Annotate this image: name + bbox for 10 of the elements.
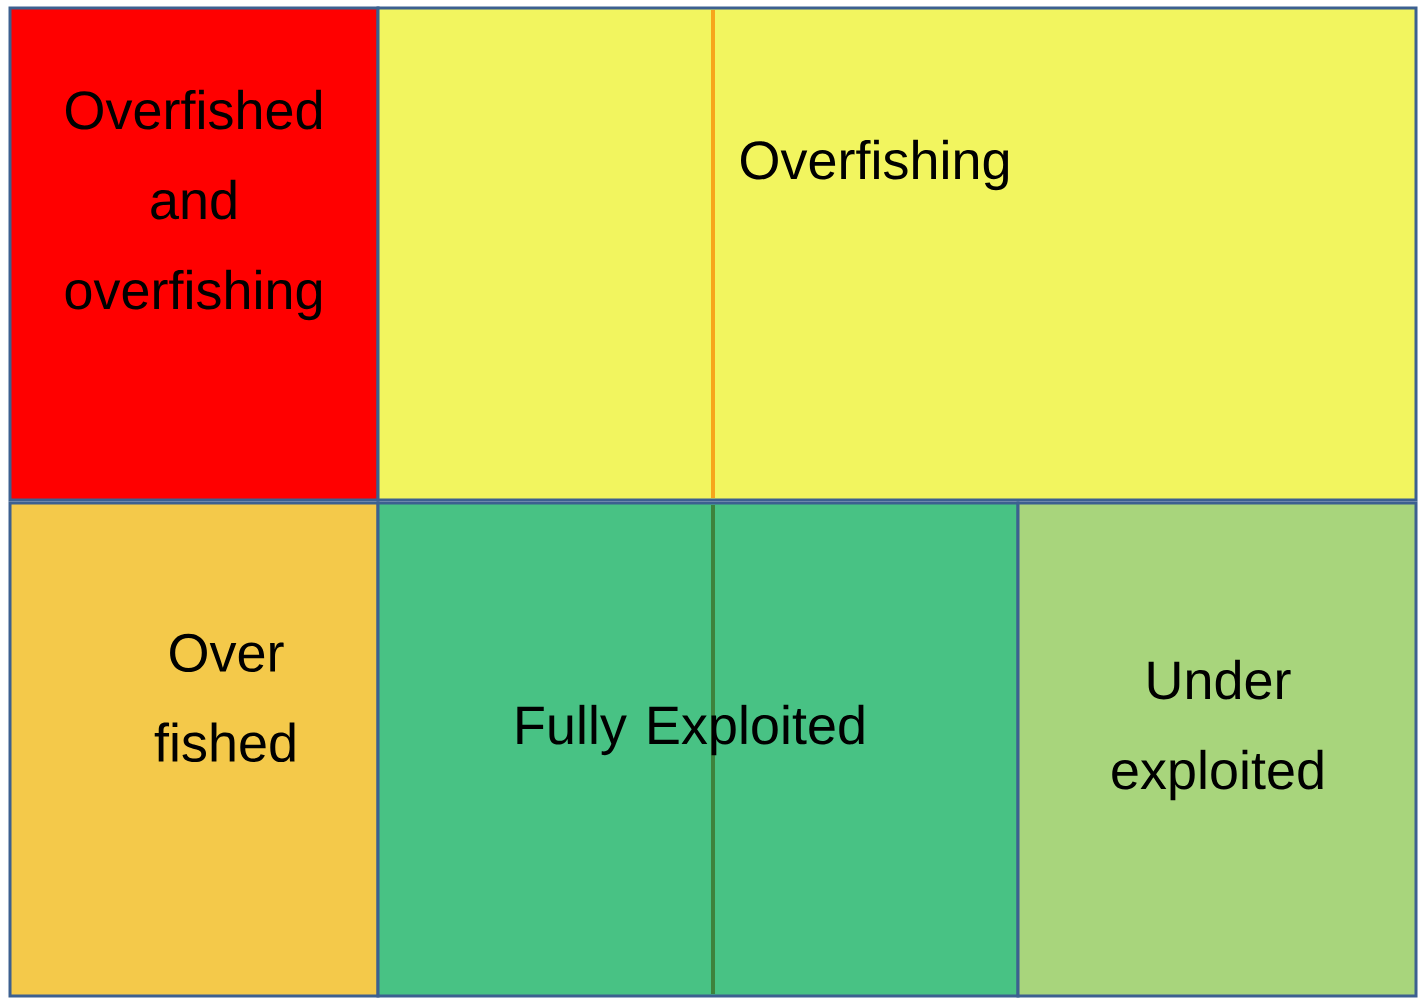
cell-label: Overfishing [741, 139, 1009, 191]
cell-label: Over fished [154, 633, 295, 763]
category-cell [376, 6, 1418, 502]
cell-label: Under exploited [1112, 659, 1323, 801]
category-cell [1016, 501, 1418, 998]
category-cell [8, 6, 380, 502]
category-cell [376, 501, 1020, 998]
cell-label: Fully Exploited [517, 704, 864, 756]
category-cell [8, 501, 380, 998]
cell-label: Overfished and overfishing [65, 89, 322, 321]
